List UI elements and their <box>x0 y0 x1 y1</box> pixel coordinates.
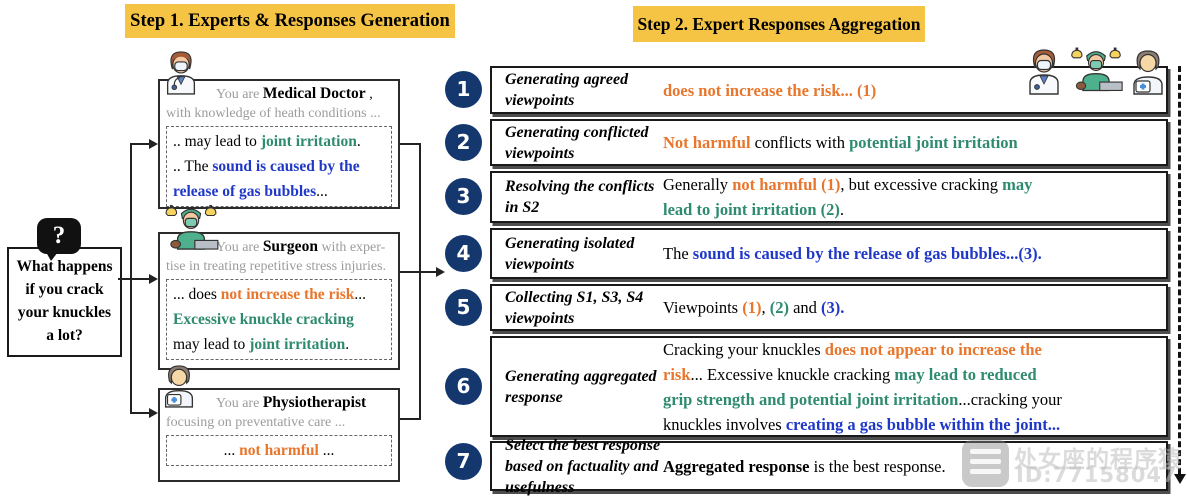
flow-dashed-line <box>1178 66 1181 474</box>
row-1-label: Generating agreed viewpoints <box>505 71 629 109</box>
row-6-label: Generating aggregated response <box>505 367 657 406</box>
row-2-label: Generating conflicted viewpoints <box>505 123 649 162</box>
physiotherapist-icon <box>158 362 200 413</box>
row-5-content: Viewpoints (1), (2) and (3). <box>663 298 845 317</box>
row-1-content: does not increase the risk... (1) <box>663 80 877 100</box>
connector-to-doctor <box>131 143 150 145</box>
doctor-intro: You are Medical Doctor ,with knowledge o… <box>166 85 381 121</box>
connector-physio-out <box>396 418 421 420</box>
medical-doctor-icon <box>160 48 202 101</box>
arrowhead-surgeon <box>149 274 158 284</box>
row-6-content: Cracking your knuckles does not appear t… <box>663 339 1062 434</box>
connector-to-step2 <box>396 271 437 273</box>
step2-row-3: Resolving the conflicts in S2 Generally … <box>490 171 1168 223</box>
row-4-content: The sound is caused by the release of ga… <box>663 244 1042 263</box>
row-5-label: Collecting S1, S3, S4 viewpoints <box>505 288 644 327</box>
connector-question <box>118 278 131 280</box>
physio-response: ... not harmful ... <box>166 435 392 466</box>
step2-row-6: Generating aggregated response Cracking … <box>490 336 1168 437</box>
doctor-box: You are Medical Doctor ,with knowledge o… <box>158 79 400 209</box>
surgeon-response: ... does not increase the risk...Excessi… <box>166 279 392 360</box>
step-circle-5: 5 <box>445 289 482 326</box>
step-circle-3: 3 <box>445 178 482 215</box>
row-2-content: Not harmful conflicts with potential joi… <box>663 133 1018 152</box>
surgeon-box: You are Surgeon with exper-tise in treat… <box>158 232 400 370</box>
step2-row-5: Collecting S1, S3, S4 viewpoints Viewpoi… <box>490 284 1168 331</box>
flow-arrowhead-down <box>1173 474 1186 484</box>
step1-header: Step 1. Experts & Responses Generation <box>125 4 455 38</box>
doctor-response: .. may lead to joint irritation... The s… <box>166 126 392 207</box>
row-7-content: Aggregated response is the best response… <box>663 456 946 476</box>
step2-header: Step 2. Expert Responses Aggregation <box>633 6 925 42</box>
connector-doctor-out <box>396 143 421 145</box>
medical-doctor-icon <box>1029 49 1059 95</box>
step2-row-2: Generating conflicted viewpoints Not har… <box>490 119 1168 166</box>
question-mark-icon: ? <box>37 218 81 261</box>
step-circle-7: 7 <box>445 443 482 480</box>
row-3-content: Generally not harmful (1), but excessive… <box>663 175 1033 219</box>
step-circle-2: 2 <box>445 124 482 161</box>
surgeon-intro: You are Surgeon with exper-tise in treat… <box>166 238 387 274</box>
surgeon-icon <box>162 204 220 255</box>
arrowhead-physio <box>149 408 158 418</box>
step-circle-1: 1 <box>445 71 482 108</box>
connector-right-vertical <box>419 143 421 420</box>
experts-group-icon <box>1022 34 1172 96</box>
step-circle-4: 4 <box>445 235 482 272</box>
surgeon-icon <box>1071 47 1123 92</box>
arrowhead-doctor <box>149 139 158 149</box>
arrowhead-step2 <box>436 267 445 277</box>
connector-to-physio <box>131 412 150 414</box>
physiotherapist-icon <box>1133 50 1163 95</box>
connector-to-surgeon <box>131 278 150 280</box>
row-3-label: Resolving the conflicts in S2 <box>505 178 655 216</box>
row-4-label: Generating isolated viewpoints <box>505 234 635 273</box>
step2-row-4: Generating isolated viewpoints The sound… <box>490 228 1168 279</box>
step-circle-6: 6 <box>445 368 482 405</box>
